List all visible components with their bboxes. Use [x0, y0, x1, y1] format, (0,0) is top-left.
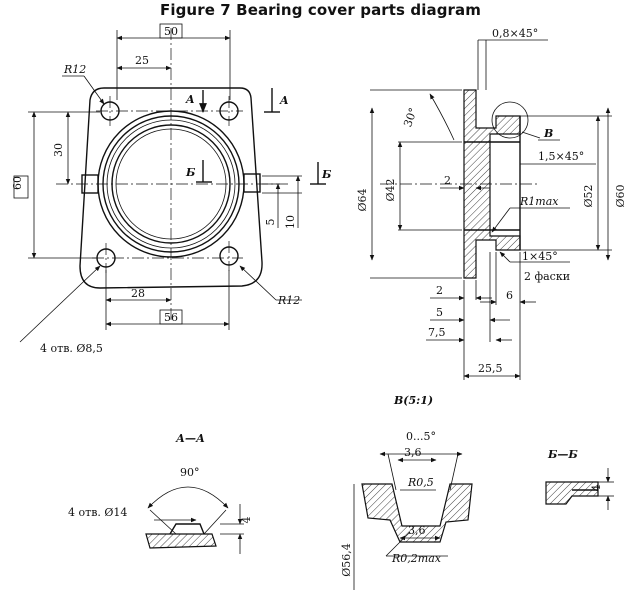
section-mark-a-left: A	[185, 93, 195, 106]
section-aa: А—А 90° 4 отв. Ø14 4	[68, 432, 253, 554]
chamfer-mid: 1,5×45°	[538, 150, 584, 163]
detail-mark-v: В	[543, 127, 553, 140]
holes-note: 4 отв. Ø8,5	[40, 342, 103, 355]
dim-2-inner: 2	[444, 174, 451, 187]
detail-v-radius-bottom: R0,2max	[391, 552, 442, 565]
detail-v-angle: 0...5°	[406, 430, 436, 443]
dia-52: Ø52	[582, 184, 595, 207]
dim-hole-half: 25	[135, 54, 149, 67]
detail-v-dim-bottom: 3,6	[408, 524, 426, 537]
dim-top-width: 50	[164, 25, 178, 38]
angle-30: 30°	[401, 106, 420, 129]
front-view: 50 25 R12 A A Б Б 60 30	[11, 23, 332, 355]
section-bb-label: Б—Б	[547, 448, 578, 461]
radius-top: R12	[63, 63, 86, 76]
dim-6: 6	[506, 289, 513, 302]
section-mark-a-right: A	[279, 94, 289, 107]
section-mark-b-right: Б	[321, 168, 332, 181]
section-aa-holes: 4 отв. Ø14	[68, 506, 127, 519]
detail-v-label: В(5:1)	[393, 394, 433, 407]
page-title: Figure 7 Bearing cover parts diagram	[160, 1, 481, 19]
section-mark-b-left: Б	[185, 166, 196, 179]
dim-slot-5: 5	[264, 219, 277, 226]
section-bb-depth: 4	[590, 485, 603, 492]
dim-slot-10: 10	[284, 215, 297, 229]
dim-2: 2	[436, 284, 443, 297]
dim-5: 5	[436, 306, 443, 319]
side-section-view: В 0,8×45° 30° Ø64 Ø42 1,5×45° Ø52 Ø60 2	[356, 27, 627, 380]
dia-42: Ø42	[384, 178, 397, 201]
dim-7-5: 7,5	[428, 326, 446, 339]
chamfer-bottom: 1×45°	[522, 250, 558, 263]
detail-v-radius-top: R0,5	[407, 476, 434, 489]
section-bb: Б—Б 4	[545, 448, 614, 510]
dim-height: 60	[11, 176, 24, 190]
radius-max: R1max	[519, 195, 559, 208]
chamfer-note: 2 фаски	[524, 270, 570, 283]
dia-64: Ø64	[356, 188, 369, 211]
dia-60: Ø60	[614, 184, 627, 207]
dim-bottom-width: 56	[164, 311, 178, 324]
section-aa-angle: 90°	[180, 466, 200, 479]
dim-hole-vertical: 30	[52, 143, 65, 157]
radius-bottom: R12	[277, 294, 300, 307]
dim-25-5: 25,5	[478, 362, 503, 375]
detail-v-dim-top: 3,6	[404, 446, 422, 459]
detail-v-diameter: Ø56,4	[340, 543, 353, 577]
chamfer-top: 0,8×45°	[492, 27, 538, 40]
section-aa-depth: 4	[240, 517, 253, 524]
dim-hole-bottom: 28	[131, 287, 145, 300]
section-aa-label: А—А	[175, 432, 205, 445]
detail-v: В(5:1) 0...5° 3,6 R0,5 3,6 R0,2max Ø56,4	[340, 394, 473, 590]
